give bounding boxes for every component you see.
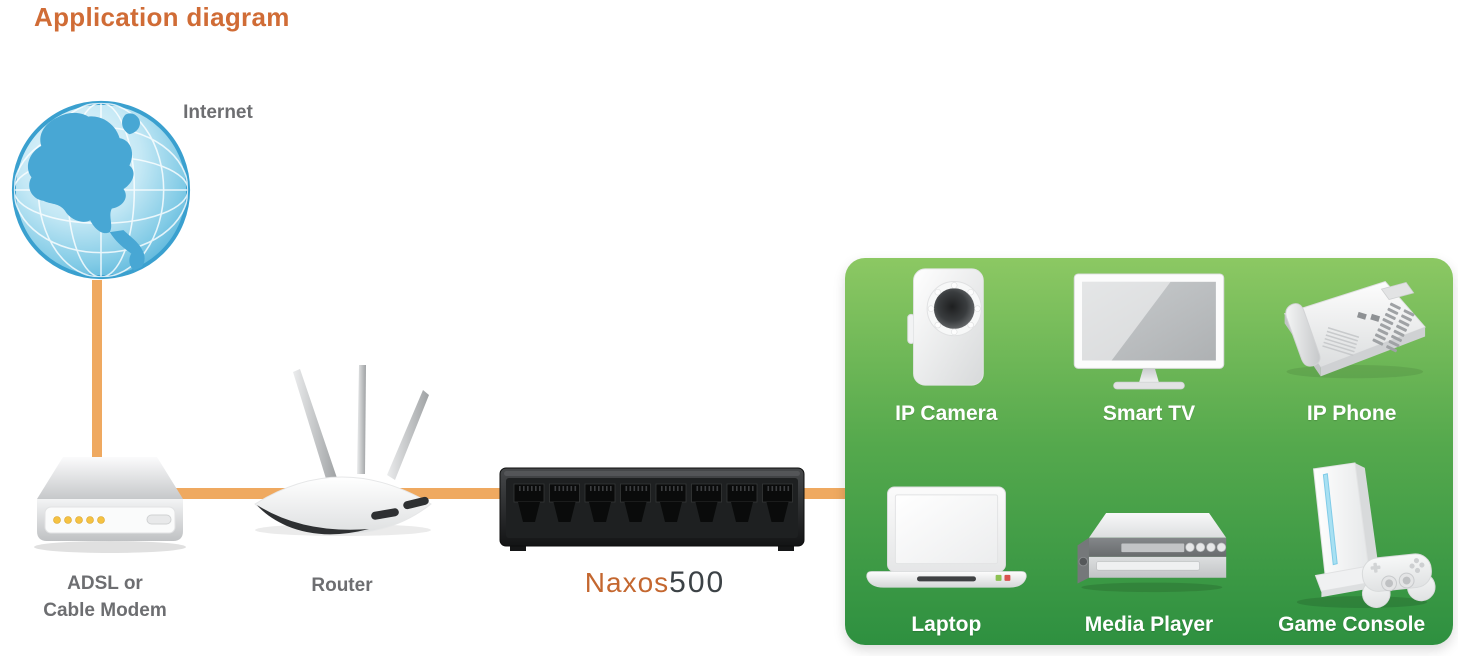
- switch-model: 500: [669, 566, 726, 599]
- device-label-laptop: Laptop: [911, 613, 982, 636]
- router-icon: [243, 362, 443, 540]
- modem-label: ADSL or Cable Modem: [15, 570, 195, 624]
- ip-camera-icon: [900, 264, 992, 390]
- switch-brand: Naxos: [584, 567, 670, 598]
- panel-cell-smart-tv: Smart TV: [1048, 258, 1251, 434]
- connected-devices-panel: IP Camera: [845, 258, 1453, 645]
- game-console-icon: [1268, 459, 1436, 609]
- ip-phone-icon: [1271, 272, 1433, 384]
- router-label: Router: [311, 575, 373, 596]
- panel-cell-ip-phone: IP Phone: [1250, 258, 1453, 434]
- laptop-icon: [860, 483, 1032, 601]
- device-label-ip-phone: IP Phone: [1306, 402, 1397, 425]
- globe-icon: [8, 97, 194, 283]
- device-label-media-player: Media Player: [1084, 613, 1214, 636]
- panel-cell-ip-camera: IP Camera: [845, 258, 1048, 434]
- smart-tv-icon: [1070, 270, 1228, 390]
- panel-cell-media-player: Media Player: [1048, 434, 1251, 645]
- modem-icon: [25, 449, 195, 554]
- device-label-ip-camera: IP Camera: [895, 402, 998, 425]
- switch-label: Naxos500: [545, 566, 765, 600]
- cable-internet-to-modem: [92, 280, 102, 458]
- panel-cell-laptop: Laptop: [845, 434, 1048, 645]
- device-label-game-console: Game Console: [1278, 613, 1426, 636]
- modem-label-line1: ADSL or: [67, 573, 143, 594]
- media-player-icon: [1068, 492, 1230, 595]
- device-label-smart-tv: Smart TV: [1102, 402, 1196, 425]
- page-title: Application diagram: [34, 2, 290, 32]
- internet-label: Internet: [183, 102, 253, 123]
- network-switch-icon: [498, 464, 806, 554]
- panel-cell-game-console: Game Console: [1250, 434, 1453, 645]
- modem-label-line2: Cable Modem: [43, 600, 167, 621]
